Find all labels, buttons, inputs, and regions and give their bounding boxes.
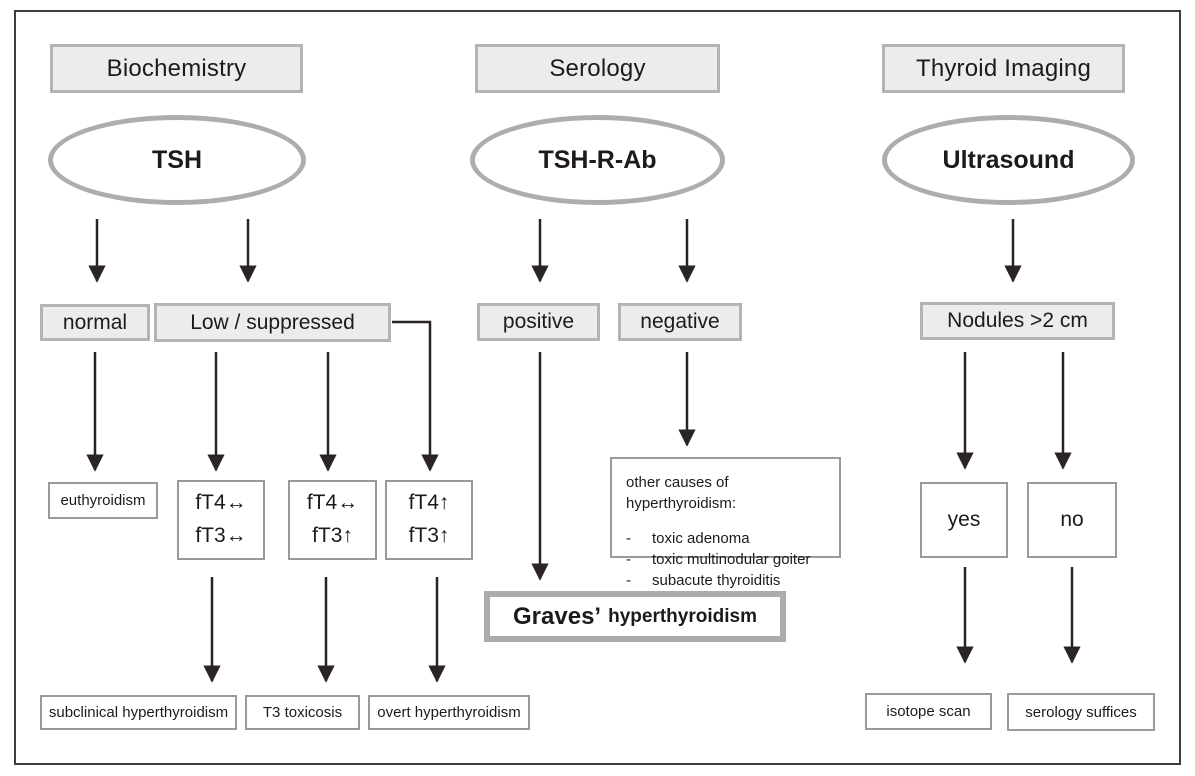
header-thyroid-imaging: Thyroid Imaging: [882, 44, 1125, 93]
box-graves-diagnosis: Graves’ hyperthyroidism: [484, 591, 786, 642]
ft-line: fT3↑: [408, 524, 450, 547]
diagram-frame: [14, 10, 1181, 765]
box-low-suppressed: Low / suppressed: [154, 303, 391, 342]
box-nodules-label: Nodules >2 cm: [947, 309, 1088, 332]
box-ft4-ft3-normal: fT4↔ fT3↔: [177, 480, 265, 560]
outcome-label: subclinical hyperthyroidism: [48, 704, 229, 721]
list-item: - toxic multinodular goiter: [626, 549, 810, 570]
list-item-label: toxic multinodular goiter: [652, 551, 811, 568]
other-causes-list: - toxic adenoma - toxic multinodular goite…: [626, 528, 810, 591]
ellipse-ultrasound-label: Ultrasound: [942, 145, 1075, 174]
header-serology: Serology: [475, 44, 720, 93]
ft-line: fT3↑: [312, 524, 353, 547]
box-subclinical-hyperthyroidism: subclinical hyperthyroidism: [40, 695, 237, 730]
box-positive-label: positive: [502, 310, 575, 333]
box-normal-label: normal: [62, 310, 128, 334]
box-yes-label: yes: [947, 508, 981, 531]
outcome-label: overt hyperthyroidism: [377, 704, 521, 721]
outcome-label: T3 toxicosis: [262, 704, 343, 721]
box-euthyroidism: euthyroidism: [48, 482, 158, 519]
other-causes-title: other causes of hyperthyroidism:: [626, 474, 737, 512]
header-biochemistry: Biochemistry: [50, 44, 303, 93]
ft-line: fT3↔: [195, 524, 247, 547]
list-item-label: subacute thyroiditis: [652, 572, 781, 589]
box-negative: negative: [618, 303, 742, 341]
box-normal: normal: [40, 304, 150, 341]
list-item: - subacute thyroiditis: [626, 570, 810, 591]
box-nodules: Nodules >2 cm: [920, 302, 1115, 340]
ellipse-ultrasound: Ultrasound: [882, 115, 1135, 205]
list-item-label: toxic adenoma: [652, 530, 750, 547]
box-euthyroidism-label: euthyroidism: [60, 492, 146, 509]
ellipse-tsh-r-ab: TSH-R-Ab: [470, 115, 725, 205]
ellipse-tsh-label: TSH: [152, 145, 202, 174]
ft-line: fT4↔: [195, 491, 247, 515]
header-thyroid-imaging-label: Thyroid Imaging: [915, 54, 1092, 82]
box-no-label: no: [1060, 508, 1084, 531]
header-serology-label: Serology: [549, 54, 646, 82]
box-other-causes: other causes of hyperthyroidism: - toxic …: [610, 457, 841, 589]
box-ft4-high-ft3-high: fT4↑ fT3↑: [385, 480, 473, 560]
dash-bullet: -: [626, 572, 631, 589]
box-ft4-normal-ft3-high: fT4↔ fT3↑: [288, 480, 377, 560]
box-positive: positive: [477, 303, 600, 341]
box-no: no: [1027, 482, 1117, 558]
box-low-suppressed-label: Low / suppressed: [190, 310, 355, 334]
dash-bullet: -: [626, 530, 631, 547]
box-negative-label: negative: [640, 310, 720, 333]
list-item: - toxic adenoma: [626, 528, 810, 549]
box-overt-hyperthyroidism: overt hyperthyroidism: [368, 695, 530, 730]
box-yes: yes: [920, 482, 1008, 558]
header-biochemistry-label: Biochemistry: [106, 54, 247, 82]
ellipse-tsh-r-ab-label: TSH-R-Ab: [538, 145, 657, 174]
box-t3-toxicosis: T3 toxicosis: [245, 695, 360, 730]
ft-line: fT4↑: [408, 491, 450, 515]
box-isotope-scan: isotope scan: [865, 693, 992, 730]
ellipse-tsh: TSH: [48, 115, 306, 205]
graves-hyperthyroidism-label: hyperthyroidism: [608, 605, 757, 627]
outcome-label: isotope scan: [886, 703, 971, 720]
dash-bullet: -: [626, 551, 631, 568]
outcome-label: serology suffices: [1025, 703, 1137, 721]
graves-label: Graves’: [513, 602, 602, 630]
box-serology-suffices: serology suffices: [1007, 693, 1155, 731]
ft-line: fT4↔: [306, 491, 359, 515]
